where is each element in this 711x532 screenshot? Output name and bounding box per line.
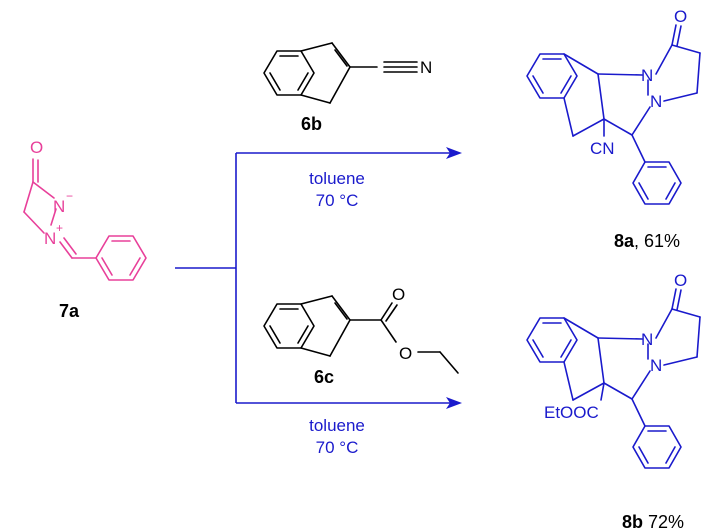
reagent-6b-structure — [263, 42, 418, 104]
product-8b-structure — [526, 288, 701, 469]
reagent-6c-structure — [263, 295, 459, 374]
bottom-arrow-head — [446, 397, 462, 409]
product-8a-n2: N — [650, 92, 662, 111]
product-8b-oxygen: O — [674, 271, 687, 290]
top-condition-temperature: 70 °C — [316, 191, 359, 210]
top-condition-solvent: toluene — [309, 169, 365, 188]
product-8b-ester-group: EtOOC — [544, 403, 599, 422]
reagent-6c-carbonyl-o: O — [392, 285, 405, 304]
reactant-7a-minus-charge: − — [66, 189, 73, 203]
product-8b-caption: 8b 72% — [622, 512, 684, 532]
product-8b-label: 8b — [622, 512, 643, 532]
product-8a-yield: , 61% — [634, 231, 680, 251]
bottom-condition-solvent: toluene — [309, 416, 365, 435]
product-8b-yield: 72% — [643, 512, 684, 532]
top-arrow-head — [446, 147, 462, 159]
product-8b-n1: N — [641, 330, 653, 349]
product-8a-n1: N — [641, 66, 653, 85]
reactant-7a-n-minus: N — [53, 197, 65, 216]
product-8a-cn-group: CN — [590, 139, 615, 158]
reactant-7a-plus-charge: + — [56, 221, 63, 235]
product-8a-structure — [526, 24, 701, 205]
product-8b-n2: N — [650, 356, 662, 375]
product-8a-caption: 8a, 61% — [614, 231, 680, 251]
reagent-6b-nitrile-n: N — [420, 58, 432, 77]
reactant-7a-label: 7a — [59, 301, 80, 321]
reaction-arrows — [175, 152, 450, 404]
reagent-6b-label: 6b — [301, 114, 322, 134]
reactant-7a-oxygen: O — [30, 138, 43, 157]
reactant-7a-structure — [23, 158, 147, 281]
reactant-7a-n-plus: N — [44, 229, 56, 248]
reagent-6c-ester-o: O — [399, 344, 412, 363]
bottom-condition-temperature: 70 °C — [316, 438, 359, 457]
reagent-6c-label: 6c — [314, 367, 334, 387]
product-8a-oxygen: O — [674, 7, 687, 26]
product-8a-label: 8a — [614, 231, 635, 251]
